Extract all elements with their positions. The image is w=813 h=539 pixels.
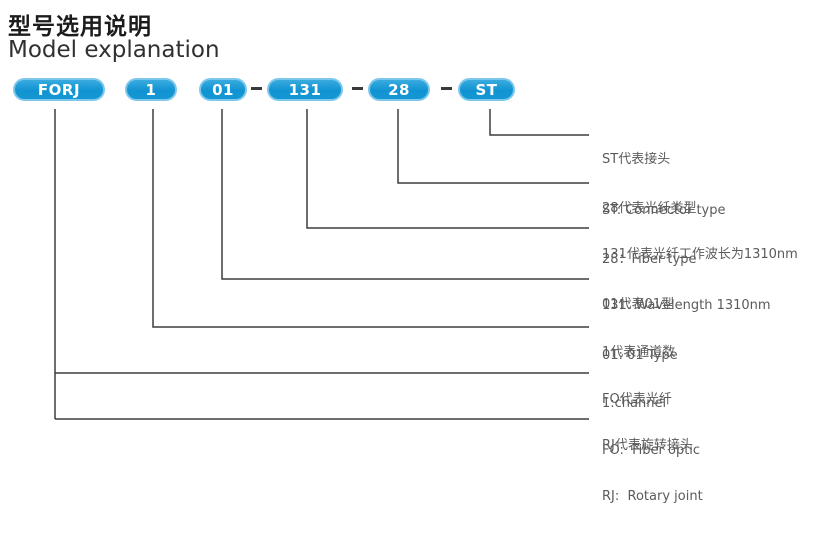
- connector-type: [221, 109, 589, 280]
- connector-lines: [54, 109, 589, 420]
- pill-connector: ST: [458, 78, 515, 101]
- connector-wavelength: [306, 109, 589, 229]
- pill-fiber: 28: [368, 78, 430, 101]
- annotation-fiber-en: 28：Fiber type: [602, 252, 697, 267]
- annotation-fo-en: FO: Fiber optic: [602, 443, 701, 458]
- model-explanation-diagram: 型号选用说明 Model explanation FORJ 1 01 131 2…: [8, 14, 798, 504]
- annotation-fiber-zh: 28代表光纤类型: [602, 201, 697, 216]
- connector-st: [489, 109, 589, 136]
- annotation-fiber: 28代表光纤类型 28：Fiber type: [602, 166, 697, 302]
- dash-separator-1: [251, 87, 262, 90]
- annotation-wavelength: 131代表光纤工作波长为1310nm 131: Wavelength 1310n…: [602, 212, 798, 348]
- annotation-channel: 1代表通道数 1:channel: [602, 310, 675, 446]
- pill-wavelength: 131: [267, 78, 343, 101]
- annotation-st-en: ST: Connector type: [602, 203, 726, 218]
- page-title-zh: 型号选用说明: [8, 14, 152, 40]
- pill-type: 01: [199, 78, 247, 101]
- annotation-st: ST代表接头 ST: Connector type: [602, 117, 726, 253]
- annotation-type-en: 01: 01 Type: [602, 348, 678, 363]
- annotation-type: 01代表01型 01: 01 Type: [602, 262, 678, 398]
- annotation-wavelength-en: 131: Wavelength 1310nm: [602, 298, 771, 313]
- annotation-rj-zh: RJ代表旋转接头: [602, 438, 693, 453]
- annotation-fo: FO代表光纤 FO: Fiber optic: [602, 357, 700, 493]
- connector-fiber: [397, 109, 589, 184]
- annotation-channel-en: 1:channel: [602, 396, 667, 411]
- annotation-rj: RJ代表旋转接头 RJ: Rotary joint: [602, 403, 703, 539]
- annotation-fo-zh: FO代表光纤: [602, 392, 672, 407]
- annotation-rj-en: RJ: Rotary joint: [602, 489, 703, 504]
- dash-separator-3: [441, 87, 452, 90]
- annotation-wavelength-zh: 131代表光纤工作波长为1310nm: [602, 247, 798, 262]
- dash-separator-2: [352, 87, 363, 90]
- connector-forj-fo-rj: [54, 109, 589, 420]
- pill-channel: 1: [125, 78, 177, 101]
- page-title-en: Model explanation: [8, 37, 220, 63]
- pill-forj: FORJ: [13, 78, 105, 101]
- annotation-channel-zh: 1代表通道数: [602, 345, 676, 360]
- connector-channel: [152, 109, 589, 328]
- annotation-st-zh: ST代表接头: [602, 152, 671, 167]
- annotation-type-zh: 01代表01型: [602, 297, 675, 312]
